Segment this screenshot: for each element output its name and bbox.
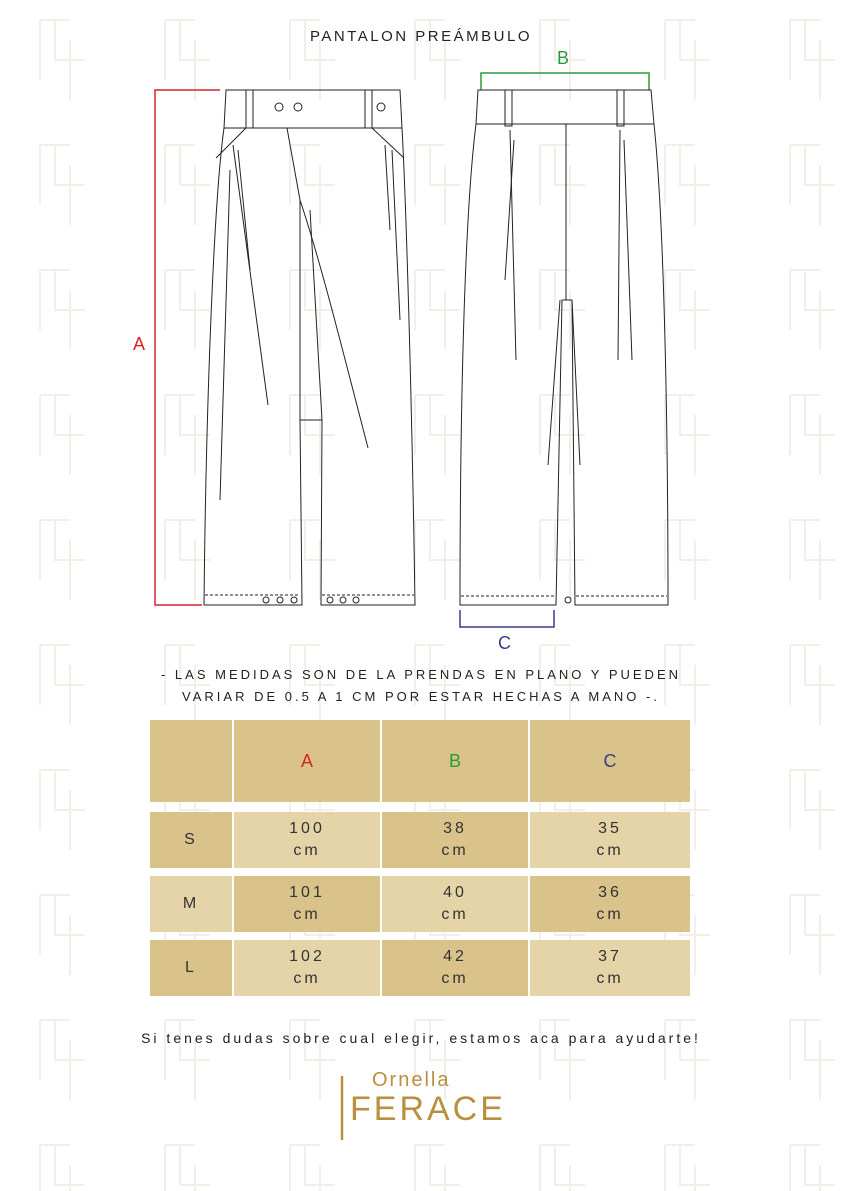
- header-b: B: [382, 720, 530, 802]
- measurement-note-line-1: - LAS MEDIDAS SON DE LA PRENDAS EN PLANO…: [160, 667, 682, 682]
- logo-bottom-text: FERACE: [350, 1090, 506, 1128]
- header-empty-cell: [150, 720, 234, 802]
- measure-a-label: A: [133, 334, 145, 354]
- logo-top-text: Ornella: [372, 1069, 450, 1091]
- header-a: A: [234, 720, 382, 802]
- page-title: PANTALON PREÁMBULO: [310, 28, 532, 45]
- size-label: S: [150, 812, 234, 868]
- pants-technical-drawing: A B C: [133, 48, 669, 653]
- size-label: L: [150, 940, 234, 996]
- header-c: C: [530, 720, 690, 802]
- table-header-row: A B C: [150, 720, 690, 802]
- measure-c-indicator: [459, 610, 555, 628]
- measure-c-label: C: [498, 633, 511, 653]
- help-message: Si tenes dudas sobre cual elegir, estamo…: [141, 1030, 701, 1046]
- measure-b-label: B: [557, 48, 569, 68]
- pants-front-view: [203, 89, 416, 606]
- size-label: M: [150, 876, 234, 932]
- brand-logo: Ornella FERACE: [340, 1069, 506, 1140]
- measure-a-indicator: [154, 89, 220, 606]
- measurement-note-line-2: VARIAR DE 0.5 A 1 CM POR ESTAR HECHAS A …: [182, 689, 660, 704]
- measure-b-indicator: [480, 72, 650, 90]
- pants-back-view: [459, 89, 669, 606]
